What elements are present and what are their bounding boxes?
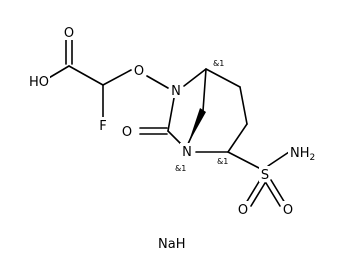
bond-n-upper-c-urea	[167, 97, 175, 132]
label-mask	[180, 143, 193, 159]
bond-c-urea-n-lower	[167, 130, 183, 146]
stereo-label-sulfonyl-carbon: &1	[217, 157, 228, 166]
bond-chf-o-ether	[102, 69, 132, 86]
label-mask	[259, 166, 270, 182]
label-mask	[236, 201, 249, 217]
atom-sulfur: S	[261, 168, 269, 183]
bond-s-o-left-double-1	[245, 179, 261, 204]
label-mask	[98, 117, 109, 133]
bond-bridge-top	[202, 68, 207, 112]
atom-hydroxyl: HO	[29, 75, 49, 90]
bond-n-upper-c1	[183, 68, 207, 87]
bond-ring-lower-c-s	[227, 123, 248, 153]
bond-ring-right-lower	[239, 86, 248, 125]
atom-n-upper: N	[171, 84, 181, 99]
atom-n-lower: N	[182, 145, 192, 160]
bond-acid-c-chf	[68, 65, 104, 86]
label-mask	[170, 82, 183, 98]
bond-c-s	[227, 151, 260, 169]
label-mask	[281, 201, 294, 217]
atom-o-ether: O	[134, 64, 144, 79]
bond-acid-c-oh	[46, 65, 70, 80]
bond-c1-c-ring-right	[205, 68, 241, 88]
atom-o-carbonyl: O	[64, 26, 74, 41]
bond-s-o-right-double-1	[265, 182, 281, 207]
atom-fluorine: F	[99, 119, 106, 134]
atom-o-urea: O	[122, 125, 132, 140]
atom-o-sulfonyl-left: O	[238, 203, 248, 218]
counterion-label: NaH	[158, 237, 185, 252]
label-mask	[28, 73, 50, 89]
label-mask	[120, 123, 133, 139]
stereo-label-top: &1	[213, 59, 224, 68]
label-mask	[62, 24, 74, 40]
atom-o-sulfonyl-right: O	[283, 203, 293, 218]
bond-s-o-right-double-2	[270, 179, 286, 204]
bond-s-nh2	[267, 151, 290, 167]
label-mask	[133, 62, 146, 78]
stereo-label-bottom: &1	[175, 164, 186, 173]
atom-nh2: NH2	[290, 146, 315, 163]
bond-wedge-bridgehead	[188, 108, 206, 144]
bond-s-o-left-double-2	[250, 182, 266, 207]
label-mask	[288, 144, 322, 160]
bond-o-ether-n	[146, 75, 169, 89]
